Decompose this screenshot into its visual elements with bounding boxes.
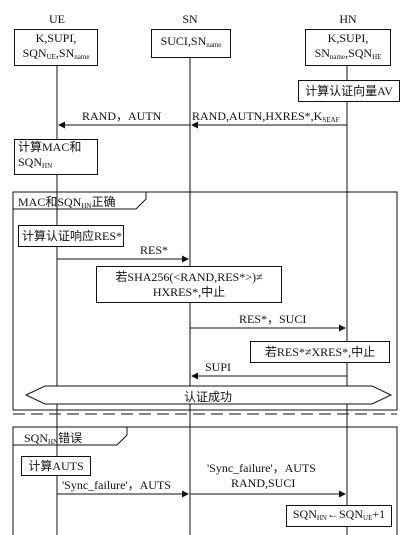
msg-sync-hn-label-2: RAND,SUCI (231, 476, 296, 490)
msg-res-suci-label: RES*，SUCI (239, 312, 307, 326)
participant-sn: SN (182, 12, 198, 26)
frame-err-border (12, 426, 398, 535)
participant-ue: UE (49, 12, 65, 26)
frame-ok-tab (12, 192, 147, 210)
sn-check-box: 若SHA256(<RAND,RES*>)≠ HXRES*,中止 (96, 266, 282, 303)
msg-hn-to-sn-label: RAND,AUTN,HXRES*,KSEAF (192, 109, 340, 124)
msg-sn-to-ue-label: RAND，AUTN (82, 109, 162, 123)
frame-err-tab (12, 427, 128, 446)
msg-sync-ue-label: 'Sync_failure'，AUTS (62, 478, 171, 492)
success-banner (24, 385, 393, 405)
compute-av-box: 计算认证向量AV (298, 80, 400, 102)
compute-auts-box: 计算AUTS (21, 456, 91, 476)
hn-initial-box: K,SUPI, SNname,SQNHE (305, 29, 391, 66)
ue-initial-box: K,SUPI, SQNUE,SNname (14, 29, 98, 66)
frame-err-label: SQNHN错误 (24, 431, 83, 446)
frame-ok-border (12, 191, 398, 411)
msg-res-label: RES* (140, 243, 169, 257)
compute-res-box: 计算认证响应RES* (18, 225, 124, 247)
success-label: 认证成功 (183, 390, 232, 404)
msg-sync-hn-label-1: 'Sync_failure'，AUTS (207, 461, 316, 475)
hn-check-box: 若RES*≠XRES*,中止 (250, 341, 390, 363)
participant-hn: HN (339, 12, 357, 26)
compute-mac-box: 计算MAC和 SQNHN (14, 139, 98, 175)
sqn-update-box: SQNHN←SQNUE+1 (286, 505, 392, 527)
msg-supi-label: SUPI (205, 360, 232, 374)
sn-initial-box: SUCI,SNname (151, 29, 231, 58)
frame-ok-label: MAC和SQNHN正确 (18, 195, 116, 210)
